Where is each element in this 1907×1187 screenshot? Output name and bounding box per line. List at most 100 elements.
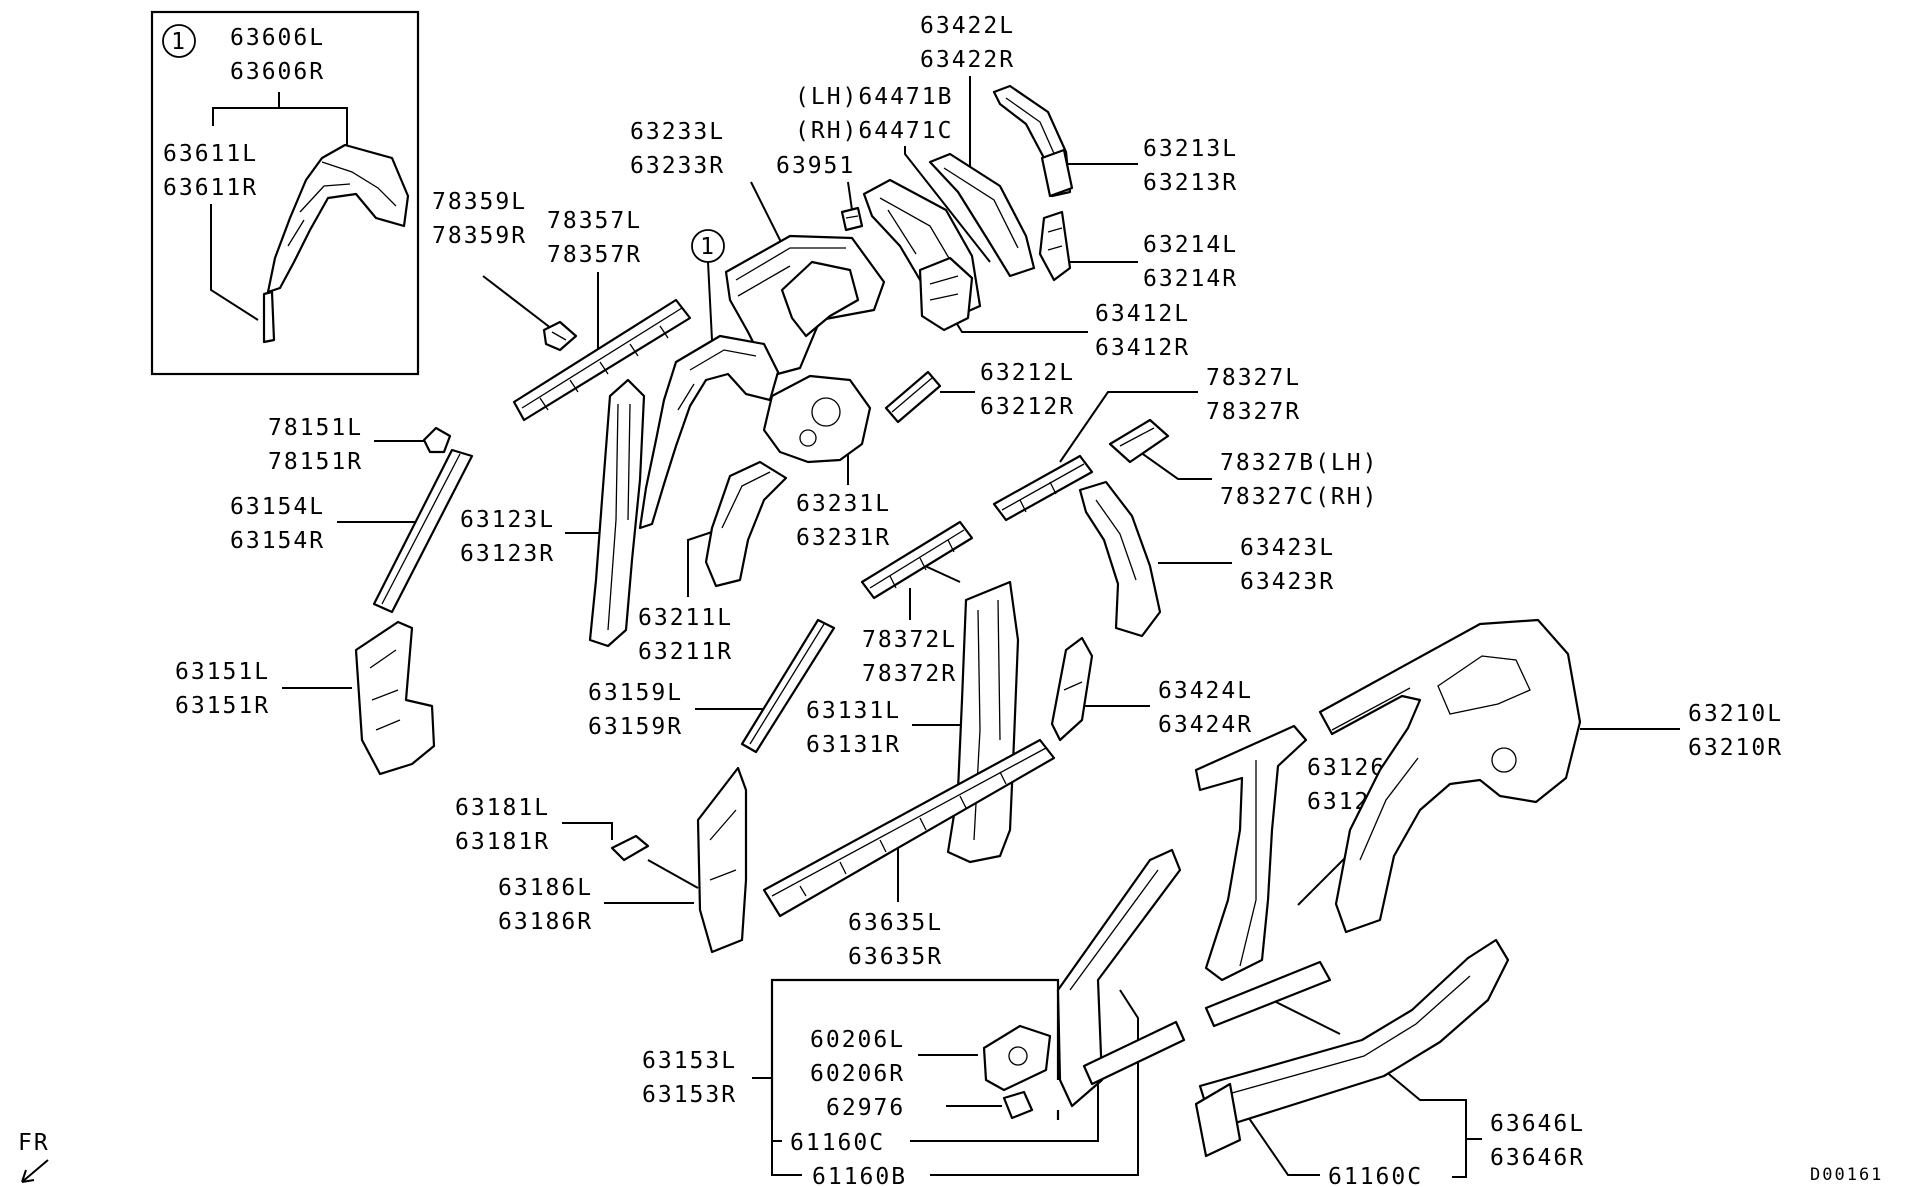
part-label-61160c-b: 61160C bbox=[1328, 1164, 1423, 1187]
part-label-63123r: 63123R bbox=[460, 541, 555, 567]
part-label-63422l: 63422L bbox=[920, 13, 1015, 39]
roof-side-rail-part bbox=[512, 298, 692, 422]
part-label-78151l: 78151L bbox=[268, 415, 363, 441]
leader-63951 bbox=[847, 181, 853, 211]
label-group-63231: 63231L 63231R bbox=[796, 491, 891, 551]
label-group-63211: 63211L 63211R bbox=[638, 605, 733, 665]
part-label-63646l: 63646L bbox=[1490, 1111, 1585, 1137]
part-label-78327b: 78327B(LH) bbox=[1220, 450, 1378, 476]
rail-78327-part bbox=[992, 454, 1094, 522]
part-label-63159r: 63159R bbox=[588, 714, 683, 740]
part-label-63154r: 63154R bbox=[230, 528, 325, 554]
part-label-63153r: 63153R bbox=[642, 1082, 737, 1108]
center-pillar-inner-part bbox=[588, 378, 646, 648]
leader-63211 bbox=[687, 531, 713, 597]
part-label-63159l: 63159L bbox=[588, 680, 683, 706]
part-label-63210r: 63210R bbox=[1688, 735, 1783, 761]
part-label-63213l: 63213L bbox=[1143, 136, 1238, 162]
part-label-78357l: 78357L bbox=[547, 208, 642, 234]
front-arrow-icon bbox=[21, 1159, 49, 1183]
part-label-63606r: 63606R bbox=[230, 59, 325, 85]
front-direction-indicator: FR bbox=[18, 1130, 49, 1183]
reinforce-63424-part bbox=[1050, 636, 1094, 742]
leader-63606 bbox=[212, 92, 348, 150]
leader-78327 bbox=[1059, 391, 1198, 463]
label-group-63151: 63151L 63151R bbox=[175, 659, 270, 719]
roof-rail-bracket-part bbox=[542, 320, 578, 352]
part-label-63153l: 63153L bbox=[642, 1048, 737, 1074]
quarter-inner-lower-part bbox=[762, 374, 872, 464]
part-label-63181l: 63181L bbox=[455, 795, 550, 821]
label-group-63154: 63154L 63154R bbox=[230, 494, 325, 554]
part-label-78151r: 78151R bbox=[268, 449, 363, 475]
label-group-63212: 63212L 63212R bbox=[980, 360, 1075, 420]
label-group-60206: 60206L 60206R bbox=[810, 1027, 905, 1087]
front-pillar-upper-part bbox=[372, 448, 474, 614]
callout-circle-detail bbox=[162, 24, 196, 58]
label-group-63422: 63422L 63422R bbox=[920, 13, 1015, 73]
part-label-60206r: 60206R bbox=[810, 1061, 905, 1087]
part-label-64471c: (RH)64471C bbox=[795, 118, 953, 144]
part-label-63412r: 63412R bbox=[1095, 335, 1190, 361]
leader-64471 bbox=[904, 146, 991, 263]
front-pillar-base-part bbox=[696, 766, 748, 954]
part-label-63423r: 63423R bbox=[1240, 569, 1335, 595]
part-label-63231r: 63231R bbox=[796, 525, 891, 551]
side-sill-inner-part bbox=[762, 738, 1056, 918]
part-label-63151l: 63151L bbox=[175, 659, 270, 685]
part-label-62976: 62976 bbox=[826, 1095, 905, 1121]
part-label-63611r: 63611R bbox=[163, 175, 258, 201]
bracket-63214-part bbox=[1038, 210, 1072, 282]
part-label-78359l: 78359L bbox=[432, 189, 527, 215]
bracket-78327bc-part bbox=[1108, 418, 1170, 464]
label-group-78327: 78327L 78327R bbox=[1206, 365, 1301, 425]
part-label-63231l: 63231L bbox=[796, 491, 891, 517]
part-label-63424r: 63424R bbox=[1158, 712, 1253, 738]
part-label-63214l: 63214L bbox=[1143, 232, 1238, 258]
pillar-reinforce-63422-part bbox=[928, 152, 1036, 278]
part-label-60206l: 60206L bbox=[810, 1027, 905, 1053]
label-group-63233: 63233L 63233R bbox=[630, 119, 725, 179]
label-group-63213: 63213L 63213R bbox=[1143, 136, 1238, 196]
label-group-78327bc: 78327B(LH) 78327C(RH) bbox=[1220, 450, 1378, 510]
label-group-63424: 63424L 63424R bbox=[1158, 678, 1253, 738]
part-label-63211l: 63211L bbox=[638, 605, 733, 631]
part-label-63212l: 63212L bbox=[980, 360, 1075, 386]
label-group-63606: 63606L 63606R bbox=[230, 25, 325, 85]
part-label-63412l: 63412L bbox=[1095, 301, 1190, 327]
part-label-78372l: 78372L bbox=[862, 627, 957, 653]
quarter-outer-panel-part bbox=[1318, 618, 1582, 934]
wheelhouse-mid-part bbox=[638, 334, 780, 530]
part-label-63646r: 63646R bbox=[1490, 1145, 1585, 1171]
part-label-78327l: 78327L bbox=[1206, 365, 1301, 391]
label-group-63423: 63423L 63423R bbox=[1240, 535, 1335, 595]
part-label-63424l: 63424L bbox=[1158, 678, 1253, 704]
leader-63646 bbox=[1383, 1069, 1482, 1178]
part-label-61160c-a: 61160C bbox=[790, 1130, 885, 1156]
part-label-63181r: 63181R bbox=[455, 829, 550, 855]
part-label-63154l: 63154L bbox=[230, 494, 325, 520]
part-label-63233l: 63233L bbox=[630, 119, 725, 145]
part-label-63213r: 63213R bbox=[1143, 170, 1238, 196]
callout-number-detail: 1 bbox=[171, 29, 187, 55]
part-label-63211r: 63211R bbox=[638, 639, 733, 665]
leader-63181 bbox=[562, 822, 613, 840]
wheelhouse-ext-part bbox=[918, 256, 974, 332]
label-group-78151: 78151L 78151R bbox=[268, 415, 363, 475]
label-group-78372: 78372L 78372R bbox=[862, 627, 957, 687]
sill-61160-part bbox=[1082, 1020, 1186, 1086]
part-label-78357r: 78357R bbox=[547, 242, 642, 268]
part-label-61160b: 61160B bbox=[812, 1164, 907, 1187]
strip-63212-part bbox=[884, 370, 942, 424]
label-group-63611: 63611L 63611R bbox=[163, 141, 258, 201]
label-group-78357: 78357L 78357R bbox=[547, 208, 642, 268]
leader-63611 bbox=[210, 204, 259, 321]
part-label-63422r: 63422R bbox=[920, 47, 1015, 73]
label-group-63214: 63214L 63214R bbox=[1143, 232, 1238, 292]
label-group-63181: 63181L 63181R bbox=[455, 795, 550, 855]
callout-number-ref: 1 bbox=[700, 234, 716, 260]
leader-sill-junction bbox=[1267, 997, 1341, 1035]
part-label-63212r: 63212R bbox=[980, 394, 1075, 420]
part-label-63423l: 63423L bbox=[1240, 535, 1335, 561]
part-label-63131r: 63131R bbox=[806, 732, 901, 758]
